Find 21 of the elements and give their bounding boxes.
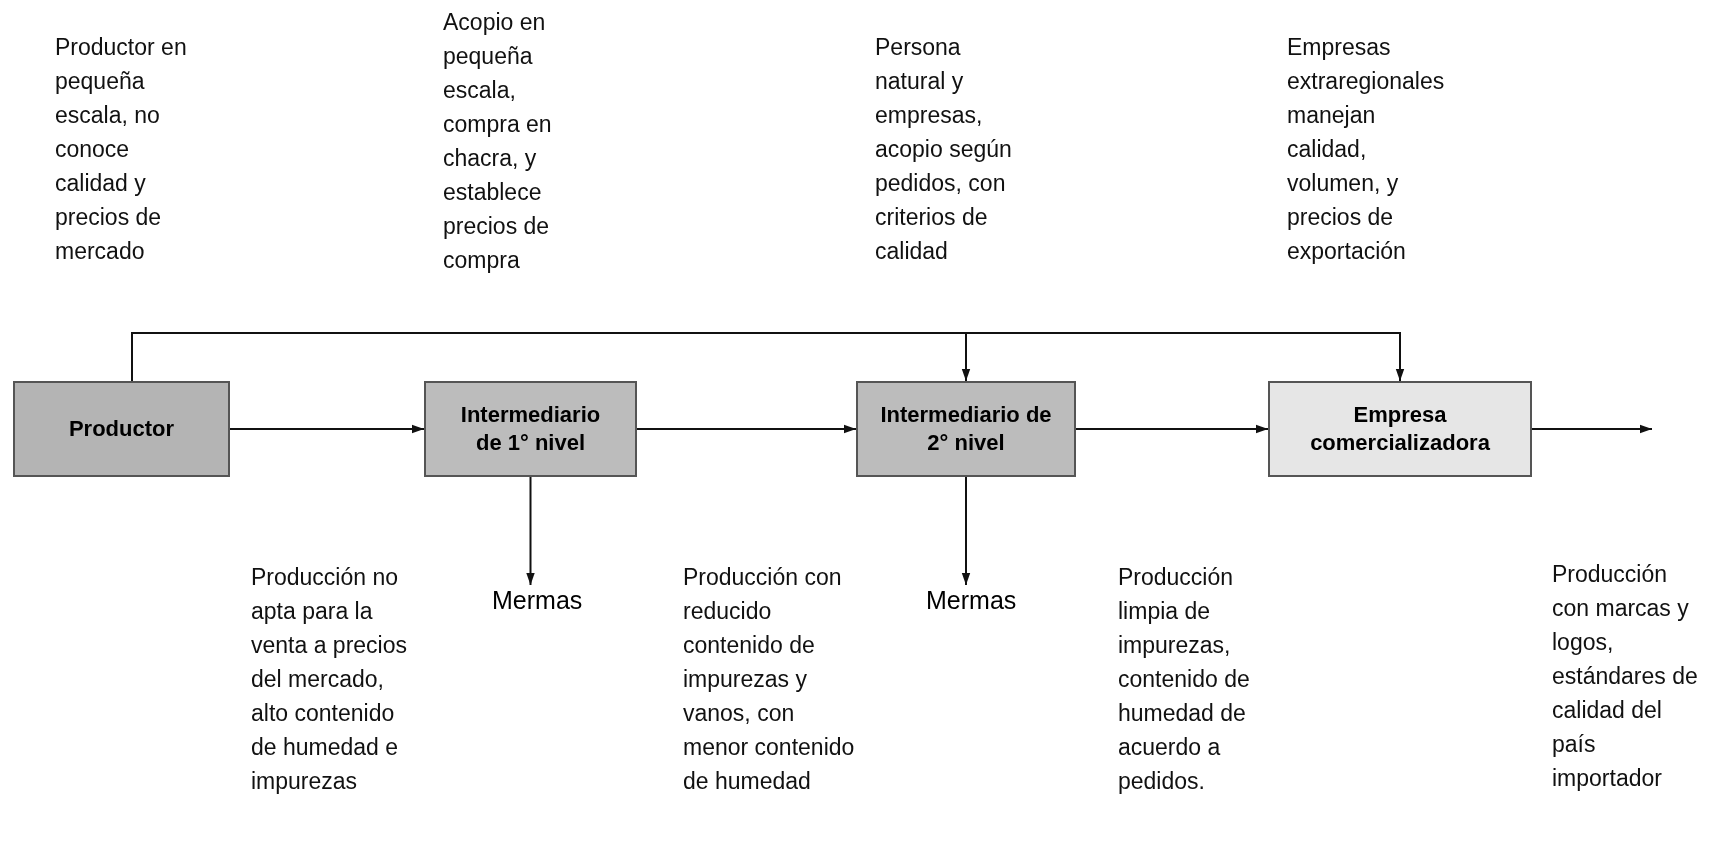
outcome-text: Mermas	[926, 585, 1036, 619]
process-box: Intermediario de 1° nivel	[424, 381, 637, 477]
process-box: Intermediario de 2° nivel	[856, 381, 1076, 477]
arrow	[961, 476, 971, 586]
product-description: Empresas extraregionales manejan calidad, volumen, y precios de exportación	[1287, 33, 1446, 266]
product-description: Producción limpia de impurezas, contenido de humedad de acuerdo a pedidos.	[1118, 563, 1251, 796]
product-description: Acopio en pequeña escala, compra en chacra, y establece precios de compra	[443, 8, 553, 275]
product-description: Producción con marcas y logos, estándares de calidad del país importador	[1552, 560, 1699, 793]
arrow	[1531, 424, 1653, 434]
product-description: Producción con reducido contenido de impurezas y vanos, con menor contenido de humedad	[683, 563, 856, 796]
arrow	[131, 332, 1405, 382]
process-box: Productor	[13, 381, 230, 477]
product-description: Productor en pequeña escala, no conoce calidad y precios de mercado	[55, 33, 188, 266]
process-box: Empresa comercializadora	[1268, 381, 1532, 477]
arrow	[1075, 424, 1269, 434]
arrow	[636, 424, 857, 434]
product-description: Producción no apta para la venta a precios del mercado, alto contenido de humedad e impurezas	[251, 563, 408, 796]
product-description: Persona natural y empresas, acopio según pedidos, con criterios de calidad	[875, 33, 1013, 266]
arrow	[526, 476, 535, 586]
outcome-text: Mermas	[492, 585, 602, 619]
arrow	[229, 424, 425, 434]
